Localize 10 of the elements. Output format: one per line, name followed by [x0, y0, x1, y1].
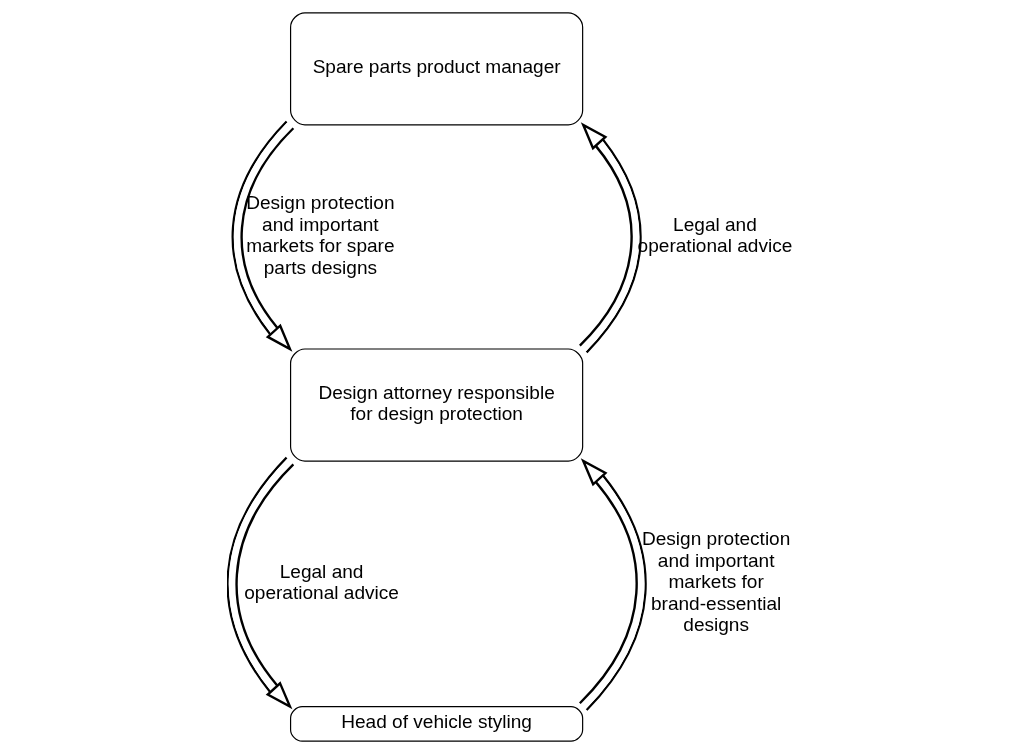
- node-box: Spare parts product manager: [289, 12, 583, 126]
- arrow: [578, 122, 641, 354]
- node-box: Design attorney responsible for design protection: [289, 348, 583, 462]
- arrow: [578, 458, 646, 711]
- edge-label: Legal and operational advice: [243, 560, 399, 604]
- arrow: [231, 120, 294, 352]
- node-box: Head of vehicle styling: [289, 706, 583, 742]
- edge-label: Design protection and important markets for brand-essential designs: [641, 528, 790, 636]
- edge-label: Design protection and important markets for spare parts designs: [245, 192, 395, 278]
- arrow: [226, 456, 294, 710]
